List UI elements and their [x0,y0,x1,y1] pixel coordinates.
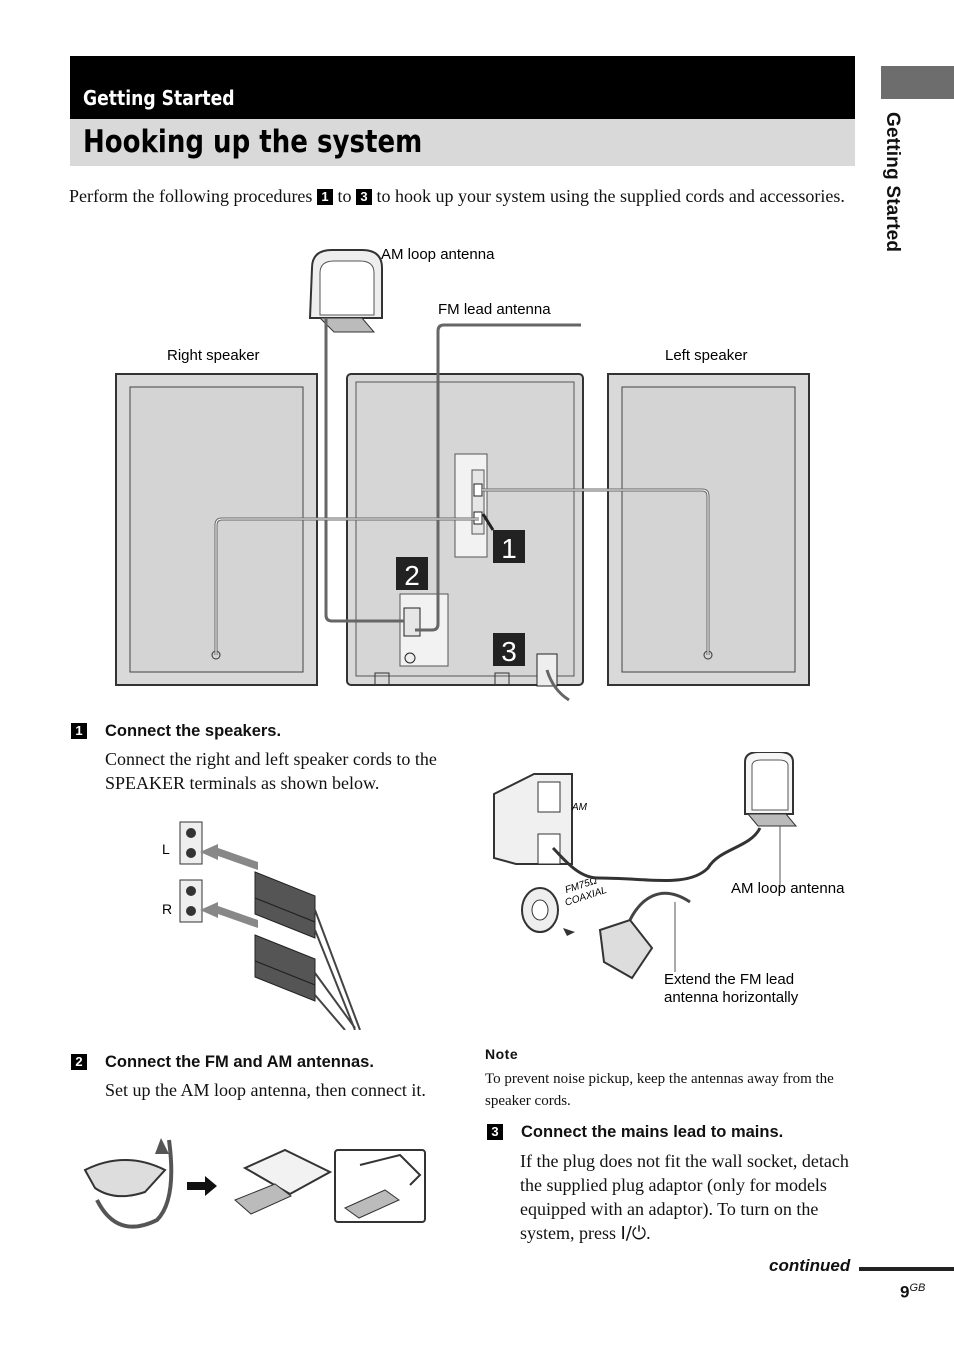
am-loop-antenna-illustration [308,249,383,333]
side-tab-label: Getting Started [882,112,903,253]
step-badge: 1 [71,723,87,739]
label-am-loop-2: AM loop antenna [731,880,845,897]
am-antenna-setup-diagram [83,1138,426,1229]
antenna-connection-diagram: AM FM75Ω COAXIAL AM loop antenna Extend … [493,752,845,1006]
intro-paragraph: Perform the following procedures 1 to 3 … [69,186,845,206]
step-badge: 1 [316,189,333,205]
label-fm-extend-1: Extend the FM lead [664,971,794,988]
label-left-speaker: Left speaker [665,347,748,364]
svg-text:1: 1 [501,533,517,564]
step-3-heading: 3 Connect the mains lead to mains. [487,1123,783,1142]
note-heading: Note [485,1046,519,1062]
hookup-diagram: 1 2 3 AM loop antenna FM lead antenna Ri… [115,246,810,702]
callout-1: 1 [481,513,525,564]
svg-text:L: L [162,841,170,857]
title-bar [70,119,855,166]
callout-3: 3 [493,633,525,667]
section-header-bar [70,56,855,119]
step-1-heading: 1 Connect the speakers. [71,722,281,741]
step-badge: 2 [71,1054,87,1070]
step-2-heading: 2 Connect the FM and AM antennas. [71,1053,374,1072]
continued-label: continued [769,1256,851,1275]
callout-2: 2 [396,557,428,591]
step-1-text: Connect the right and left speaker cords… [105,749,437,793]
side-tab-marker [881,66,954,99]
power-icon: I/⏻ [620,1223,647,1244]
label-fm-extend-2: antenna horizontally [664,989,799,1006]
section-label: Getting Started [83,86,235,110]
label-right-speaker: Right speaker [167,347,260,364]
continued-rule [859,1267,954,1271]
cord-highlights [215,489,709,655]
speaker-plug-diagram: L R [162,821,361,1030]
step-2-text: Set up the AM loop antenna, then connect… [105,1080,426,1100]
page-number: 9GB [900,1282,926,1302]
step-badge: 3 [355,189,372,205]
svg-text:AM: AM [571,802,588,813]
svg-text:3: 3 [501,636,517,667]
step-3-text: If the plug does not fit the wall socket… [520,1151,849,1244]
label-fm-lead: FM lead antenna [438,301,551,318]
label-am-loop: AM loop antenna [381,246,495,263]
svg-text:R: R [162,901,172,917]
note-text: To prevent noise pickup, keep the antenn… [485,1071,834,1109]
step-badge: 3 [487,1124,503,1140]
svg-text:2: 2 [404,560,420,591]
page-title: Hooking up the system [83,124,423,160]
main-unit-back [346,373,584,687]
